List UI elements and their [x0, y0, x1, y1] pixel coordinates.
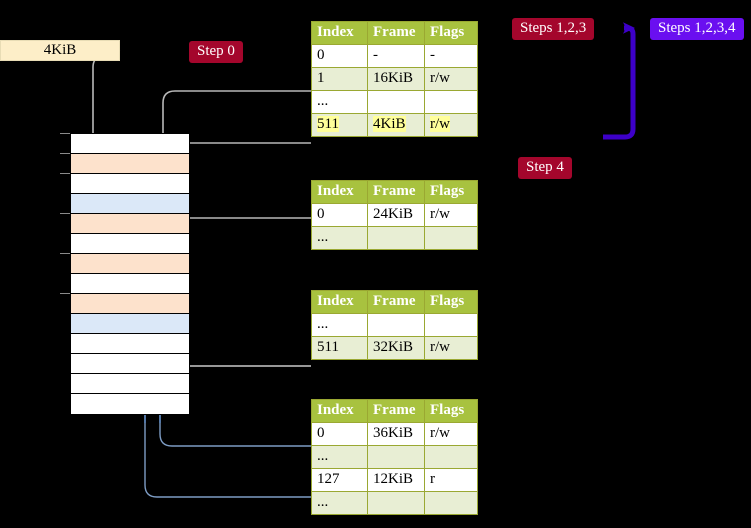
cell-frame: 24KiB	[367, 203, 425, 227]
table-row[interactable]: ...	[311, 90, 478, 114]
badge-steps-1234[interactable]: Steps 1,2,3,4	[650, 18, 744, 40]
column-header-frame: Frame	[367, 180, 425, 204]
cell-index: 0	[311, 203, 368, 227]
memory-tick	[60, 213, 70, 214]
badge-steps-123[interactable]: Steps 1,2,3	[512, 18, 595, 40]
column-header-index: Index	[311, 399, 368, 423]
cell-flags: r/w	[424, 336, 478, 360]
physical-memory-column	[70, 133, 190, 415]
cell-index: 127	[311, 468, 368, 492]
cell-flags	[424, 313, 478, 337]
cell-frame: -	[367, 44, 425, 68]
wire-table1-row511	[178, 142, 311, 161]
memory-frame-row	[71, 334, 189, 354]
column-header-flags: Flags	[424, 399, 478, 423]
memory-tick	[60, 253, 70, 254]
cell-index: ...	[311, 226, 368, 250]
cell-flags	[424, 445, 478, 469]
column-header-index: Index	[311, 180, 368, 204]
cell-flags	[424, 491, 478, 515]
cell-frame	[367, 445, 425, 469]
table-row[interactable]: ...	[311, 226, 478, 250]
cell-index: ...	[311, 313, 368, 337]
memory-frame-row	[71, 134, 189, 154]
memory-frame-row	[71, 194, 189, 214]
cell-frame: 12KiB	[367, 468, 425, 492]
cell-frame	[367, 313, 425, 337]
memory-frame-row	[71, 154, 189, 174]
table-row[interactable]: ...	[311, 491, 478, 515]
table-row[interactable]: 0--	[311, 44, 478, 68]
column-header-frame: Frame	[367, 399, 425, 423]
memory-frame-row	[71, 174, 189, 194]
column-header-flags: Flags	[424, 21, 478, 45]
cell-flags	[424, 226, 478, 250]
cell-index: 0	[311, 44, 368, 68]
cell-flags	[424, 90, 478, 114]
column-header-frame: Frame	[367, 290, 425, 314]
memory-frame-row	[71, 354, 189, 374]
cell-flags: r/w	[424, 67, 478, 91]
cell-flags: r/w	[424, 422, 478, 446]
memory-frame-row	[71, 374, 189, 394]
cell-frame: 32KiB	[367, 336, 425, 360]
memory-frame-row	[71, 314, 189, 334]
cell-frame: 36KiB	[367, 422, 425, 446]
badge-step-0[interactable]: Step 0	[189, 41, 243, 63]
column-header-flags: Flags	[424, 180, 478, 204]
memory-tick	[60, 173, 70, 174]
memory-frame-row	[71, 394, 189, 414]
memory-frame-row	[71, 254, 189, 274]
memory-frame-row	[71, 234, 189, 254]
column-header-index: Index	[311, 290, 368, 314]
memory-tick	[60, 133, 70, 134]
cell-index: 511	[311, 113, 368, 137]
table-row[interactable]: ...	[311, 445, 478, 469]
cell-frame	[367, 90, 425, 114]
cell-flags: -	[424, 44, 478, 68]
cell-index: 0	[311, 422, 368, 446]
memory-frame-row	[71, 274, 189, 294]
wire-table3-row511	[173, 314, 311, 367]
memory-tick	[60, 293, 70, 294]
cell-index: 1	[311, 67, 368, 91]
cell-frame	[367, 226, 425, 250]
memory-tick	[60, 153, 70, 154]
table-row[interactable]: ...	[311, 313, 478, 337]
cell-frame: 16KiB	[367, 67, 425, 91]
column-header-index: Index	[311, 21, 368, 45]
memory-frame-row	[71, 214, 189, 234]
cell-index: ...	[311, 491, 368, 515]
frame-size-label: 4KiB	[43, 42, 77, 58]
column-header-frame: Frame	[367, 21, 425, 45]
violet-bracket-arrow	[603, 22, 636, 140]
column-header-flags: Flags	[424, 290, 478, 314]
frame-size-box: 4KiB	[0, 40, 120, 61]
cell-flags: r	[424, 468, 478, 492]
cell-flags: r/w	[424, 113, 478, 137]
badge-step-4[interactable]: Step 4	[518, 157, 572, 179]
cell-index: ...	[311, 445, 368, 469]
cell-index: 511	[311, 336, 368, 360]
cell-flags: r/w	[424, 203, 478, 227]
memory-frame-row	[71, 294, 189, 314]
cell-frame	[367, 491, 425, 515]
wire-table2-row0	[178, 217, 311, 250]
cell-frame: 4KiB	[367, 113, 425, 137]
cell-index: ...	[311, 90, 368, 114]
